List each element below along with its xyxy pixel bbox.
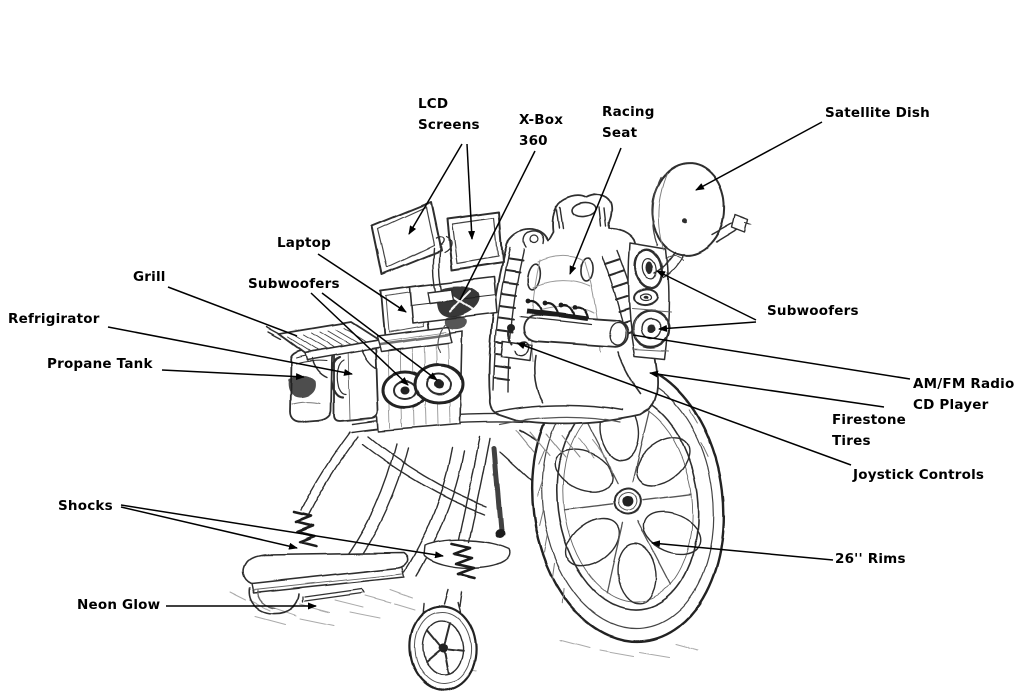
label-refrigirator: Refrigirator <box>8 311 100 327</box>
grill-drawing <box>265 321 382 378</box>
headrest-left-wing <box>522 230 545 248</box>
lcd-screen-right <box>446 211 504 271</box>
front-legs-footrest-drawing <box>242 431 511 614</box>
control-levers <box>525 298 590 320</box>
satellite-dish-drawing <box>650 162 753 278</box>
lcd-screens-drawing <box>371 201 504 304</box>
label-subwoofers-left: Subwoofers <box>248 276 340 292</box>
label-laptop: Laptop <box>277 235 331 251</box>
right-footplate <box>422 539 511 570</box>
label-propane-tank: Propane Tank <box>47 356 153 372</box>
label-shocks: Shocks <box>58 498 113 514</box>
leader-lcd-screens-1 <box>408 143 463 235</box>
leader-xbox-360 <box>459 150 536 301</box>
amfm-radio-cylinder <box>523 314 629 348</box>
leader-amfm-radio-cd <box>632 334 911 380</box>
neon-tube <box>302 588 365 603</box>
leader-rims-26 <box>651 540 834 561</box>
leader-grill <box>167 286 298 337</box>
lcd-screen-left <box>371 201 442 275</box>
armrest-joystick-radio-drawing <box>500 298 642 403</box>
leader-subwoofers-left-2 <box>321 292 438 381</box>
footrest-deck <box>242 552 408 594</box>
label-neon-glow: Neon Glow <box>77 597 160 613</box>
leader-lcd-screens-2 <box>466 143 476 240</box>
caster-spokes <box>425 622 465 675</box>
rim-spokes <box>554 399 702 605</box>
footrest-roller <box>248 587 300 614</box>
leader-racing-seat <box>569 147 622 275</box>
leader-joystick-controls <box>516 342 852 466</box>
label-satellite-dish: Satellite Dish <box>825 105 930 121</box>
dish-feed-arm <box>711 213 753 243</box>
tire-shading <box>537 409 709 604</box>
label-grill: Grill <box>133 269 166 285</box>
speaker-oval-mid <box>633 287 659 307</box>
seat-cushion-edge <box>495 404 623 413</box>
leader-shocks-2 <box>120 504 444 559</box>
leader-subwoofers-right-2 <box>658 321 757 332</box>
leader-subwoofers-right-1 <box>656 270 757 321</box>
tank-valve-scribble <box>287 375 316 398</box>
caster-shock-spring <box>450 542 477 580</box>
leader-satellite-dish <box>695 121 823 191</box>
speaker-oval-top <box>634 249 664 289</box>
leader-subwoofers-left-1 <box>310 292 409 386</box>
monitor-stand <box>427 235 455 304</box>
headrest-posts <box>555 205 607 230</box>
leader-refrigirator <box>107 326 353 376</box>
leader-shocks-1 <box>120 506 298 550</box>
armrest-bar <box>526 308 589 322</box>
leader-propane-tank <box>161 369 305 381</box>
subwoofer-cabinet-drawing <box>371 330 465 432</box>
label-rims-26: 26'' Rims <box>835 551 906 567</box>
right-speaker-column-drawing <box>627 242 672 360</box>
left-shock-spring <box>292 510 318 548</box>
under-seat-shading <box>515 429 607 459</box>
label-joystick-controls: Joystick Controls <box>852 467 984 483</box>
subwoofer-left-2 <box>413 363 465 405</box>
refrigerator-drawing <box>330 344 379 422</box>
pencil-sketch <box>229 162 753 692</box>
leader-firestone-tires <box>649 370 885 408</box>
label-subwoofers-right: Subwoofers <box>767 303 859 319</box>
leader-lines <box>107 121 911 610</box>
leader-laptop <box>317 253 407 313</box>
front-caster-drawing <box>408 589 478 692</box>
